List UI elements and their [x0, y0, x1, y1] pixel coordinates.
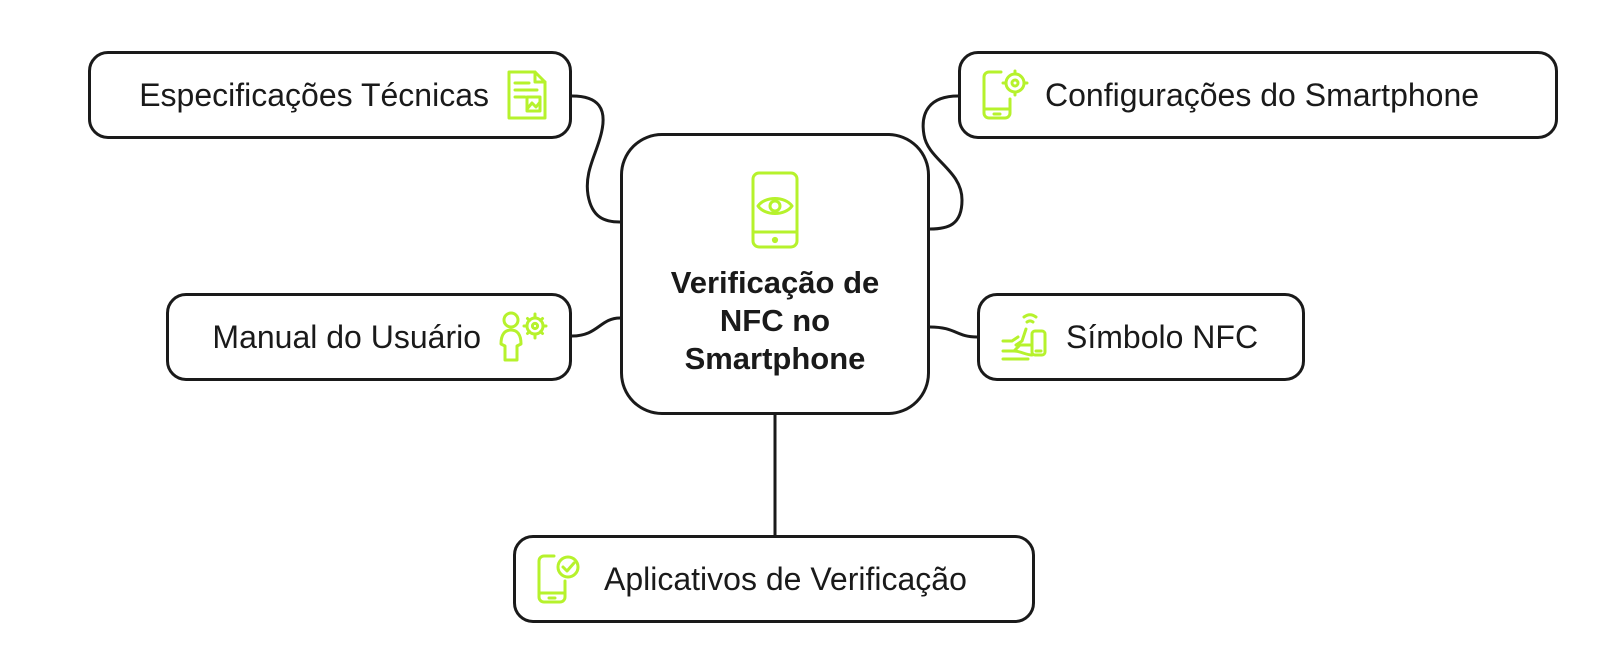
node-label: Manual do Usuário [212, 318, 481, 355]
node-label: Configurações do Smartphone [1045, 76, 1480, 113]
connector-configuracoes [921, 94, 964, 231]
node-label: Símbolo NFC [1066, 318, 1259, 355]
node-simbolo-nfc: Símbolo NFC [977, 293, 1305, 381]
node-label: Aplicativos de Verificação [604, 560, 967, 597]
center-node: Verificação de NFC no Smartphone [620, 133, 930, 415]
smartphone-check-icon [537, 554, 580, 604]
smartphone-gear-icon [982, 69, 1029, 120]
connector-especificacoes [570, 94, 622, 224]
hand-phone-nfc-icon [1001, 313, 1047, 361]
smartphone-eye-icon [751, 171, 799, 249]
node-aplicativos-de-verificacao: Aplicativos de Verificação [513, 535, 1035, 623]
node-especificacoes-tecnicas: Especificações Técnicas [88, 51, 572, 139]
connector-simbolo [928, 325, 979, 339]
node-configuracoes-do-smartphone: Configurações do Smartphone [958, 51, 1558, 139]
connector-manual [570, 316, 622, 338]
node-manual-do-usuario: Manual do Usuário [166, 293, 572, 381]
document-image-icon [507, 70, 547, 120]
node-label: Especificações Técnicas [139, 76, 489, 113]
center-title: Verificação de NFC no Smartphone [670, 265, 880, 376]
person-gear-icon [499, 311, 548, 362]
